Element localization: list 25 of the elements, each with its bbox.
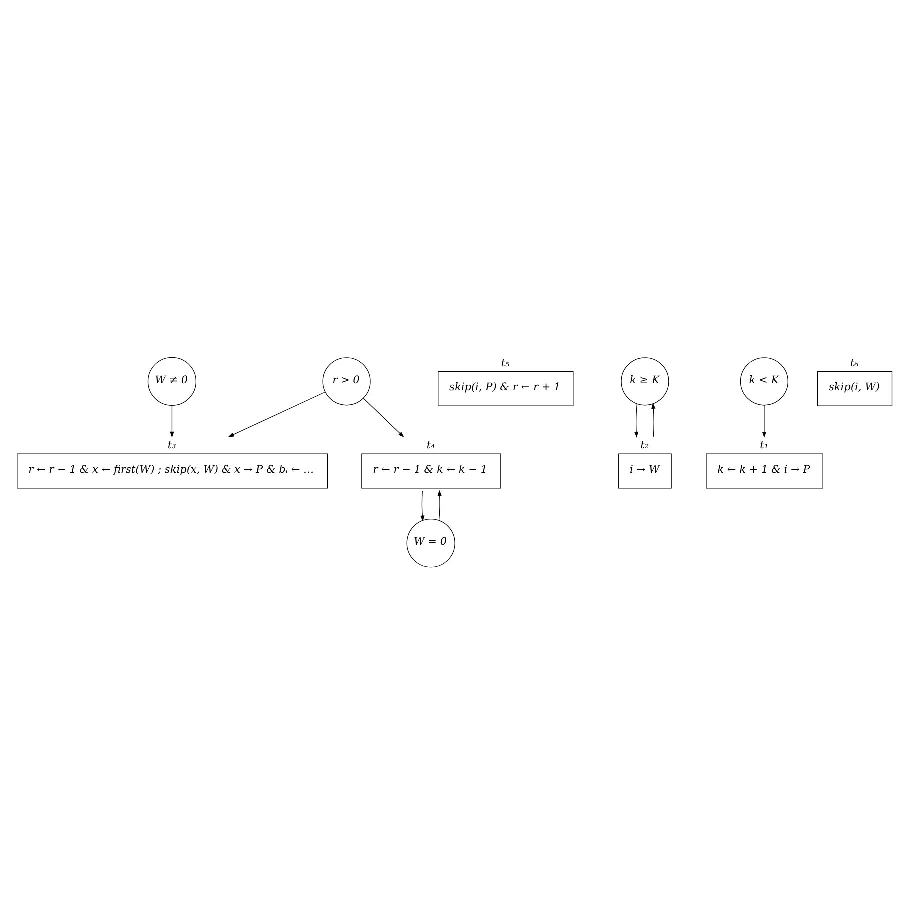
arrow [170, 404, 174, 438]
arrow [762, 404, 767, 438]
node-circle: k < K [740, 357, 788, 406]
node-box: i → W [618, 453, 672, 488]
node-label: t₁ [760, 439, 769, 452]
arrow [363, 398, 404, 438]
node-label: t₅ [501, 356, 510, 369]
arrow [228, 391, 326, 437]
node-label: t₆ [850, 356, 859, 369]
node-circle: k ≥ K [621, 357, 670, 406]
node-box: skip(i, W) [817, 370, 893, 406]
node-label: t₃ [168, 439, 176, 452]
node-circle: W ≠ 0 [148, 356, 197, 406]
node-label: t₂ [640, 439, 650, 452]
arrow [420, 490, 425, 522]
arrow [634, 403, 639, 438]
node-box: r ← r − 1 & k ← k − 1 [362, 453, 502, 488]
arrow [438, 490, 442, 521]
arrow [652, 402, 656, 437]
node-circle: r > 0 [322, 357, 371, 406]
node-label: t₄ [426, 439, 436, 452]
node-circle: W = 0 [406, 518, 456, 568]
node-box: r ← r − 1 & x ← first(W) ; skip(x, W) & x → P & bᵢ ← … [17, 453, 328, 488]
node-box: skip(i, P) & r ← r + 1 [438, 370, 574, 406]
node-box: k ← k + 1 & i → P [706, 453, 824, 488]
